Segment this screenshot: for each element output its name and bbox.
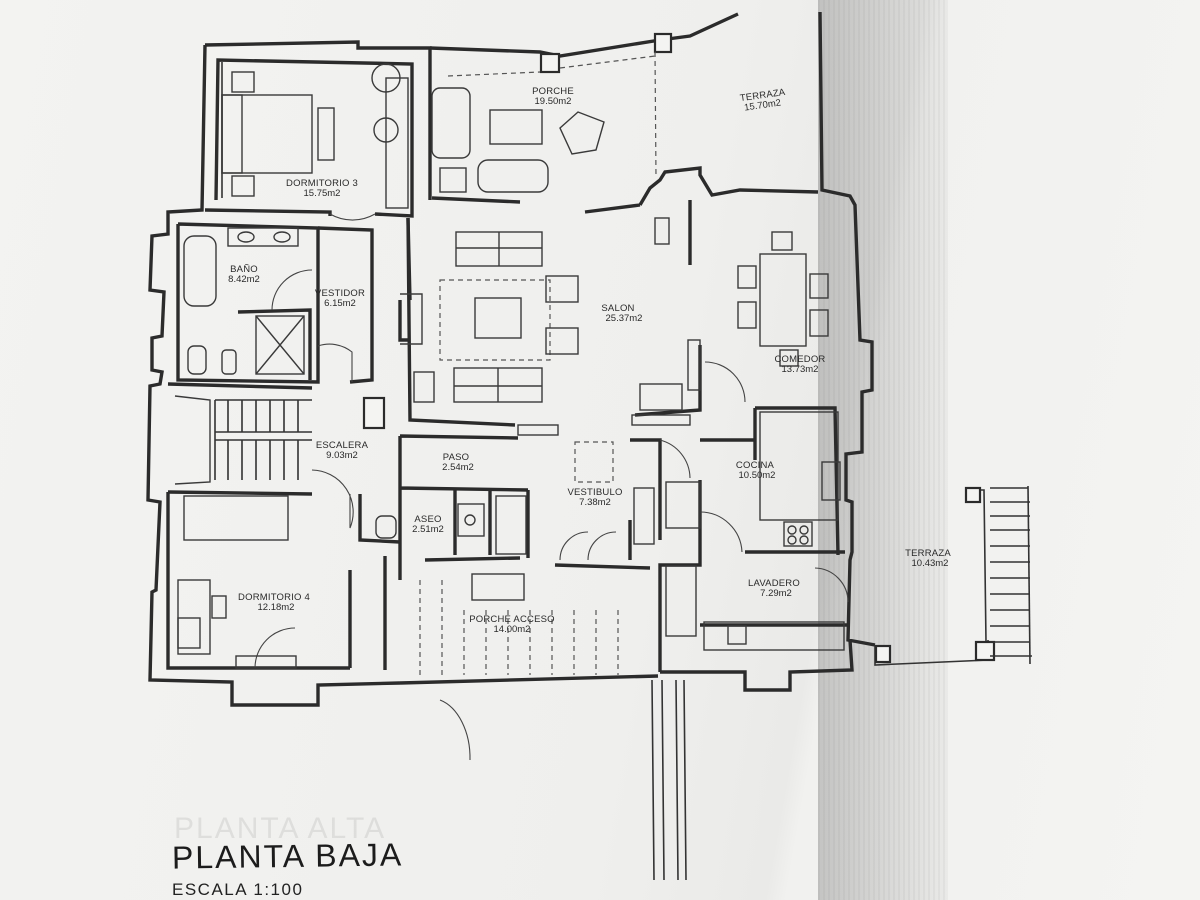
porche-label: PORCHE [532, 86, 574, 97]
scan-shadow [818, 0, 948, 900]
paso-area: 2.54m2 [442, 462, 474, 473]
plan-scale: ESCALA 1:100 [172, 880, 304, 899]
salon-area: 25.37m2 [606, 313, 643, 324]
vestibulo-area: 7.38m2 [579, 497, 611, 508]
aseo-area: 2.51m2 [412, 524, 444, 535]
aseo-label: ASEO [414, 514, 441, 525]
plan-title: PLANTA BAJA [171, 836, 404, 876]
cocina-label: COCINA [736, 460, 775, 471]
furniture [174, 51, 1032, 675]
door-swings [254, 213, 849, 761]
porche-acceso-area: 14.00m2 [494, 624, 531, 635]
ghost-title: PLANTA ALTA [174, 812, 387, 845]
dormitorio3-area: 15.75m2 [304, 188, 341, 199]
paso-label: PASO [443, 452, 470, 463]
terraza-right-label: TERRAZA [905, 548, 951, 559]
dormitorio4-label: DORMITORIO 4 [238, 592, 310, 603]
salon-label: SALON [601, 303, 634, 314]
bano-area: 8.42m2 [228, 274, 260, 285]
dormitorio4-area: 12.18m2 [258, 602, 295, 613]
vestidor-label: VESTIDOR [315, 288, 365, 299]
vestidor-area: 6.15m2 [324, 298, 356, 309]
comedor-label: COMEDOR [774, 354, 825, 365]
escalera-label: ESCALERA [316, 440, 369, 451]
porche-area: 19.50m2 [535, 96, 572, 107]
lavadero-area: 7.29m2 [760, 588, 792, 599]
vestibulo-label: VESTIBULO [567, 487, 622, 498]
interior-walls [166, 58, 850, 672]
exterior-walls [146, 11, 989, 881]
dormitorio3-label: DORMITORIO 3 [286, 178, 358, 189]
comedor-area: 13.73m2 [782, 364, 819, 375]
porche-acceso-label: PORCHE ACCESO [469, 614, 554, 625]
terraza-right-area: 10.43m2 [912, 558, 949, 569]
lavadero-label: LAVADERO [748, 578, 800, 589]
pillars [362, 32, 996, 664]
bano-label: BAÑO [230, 264, 258, 275]
cocina-area: 10.50m2 [739, 470, 776, 481]
room-labels: PORCHE 19.50m2 TERRAZA 15.70m2 DORMITORI… [228, 86, 951, 635]
escalera-area: 9.03m2 [326, 450, 358, 461]
terraza-top-area: 15.70m2 [744, 98, 782, 114]
